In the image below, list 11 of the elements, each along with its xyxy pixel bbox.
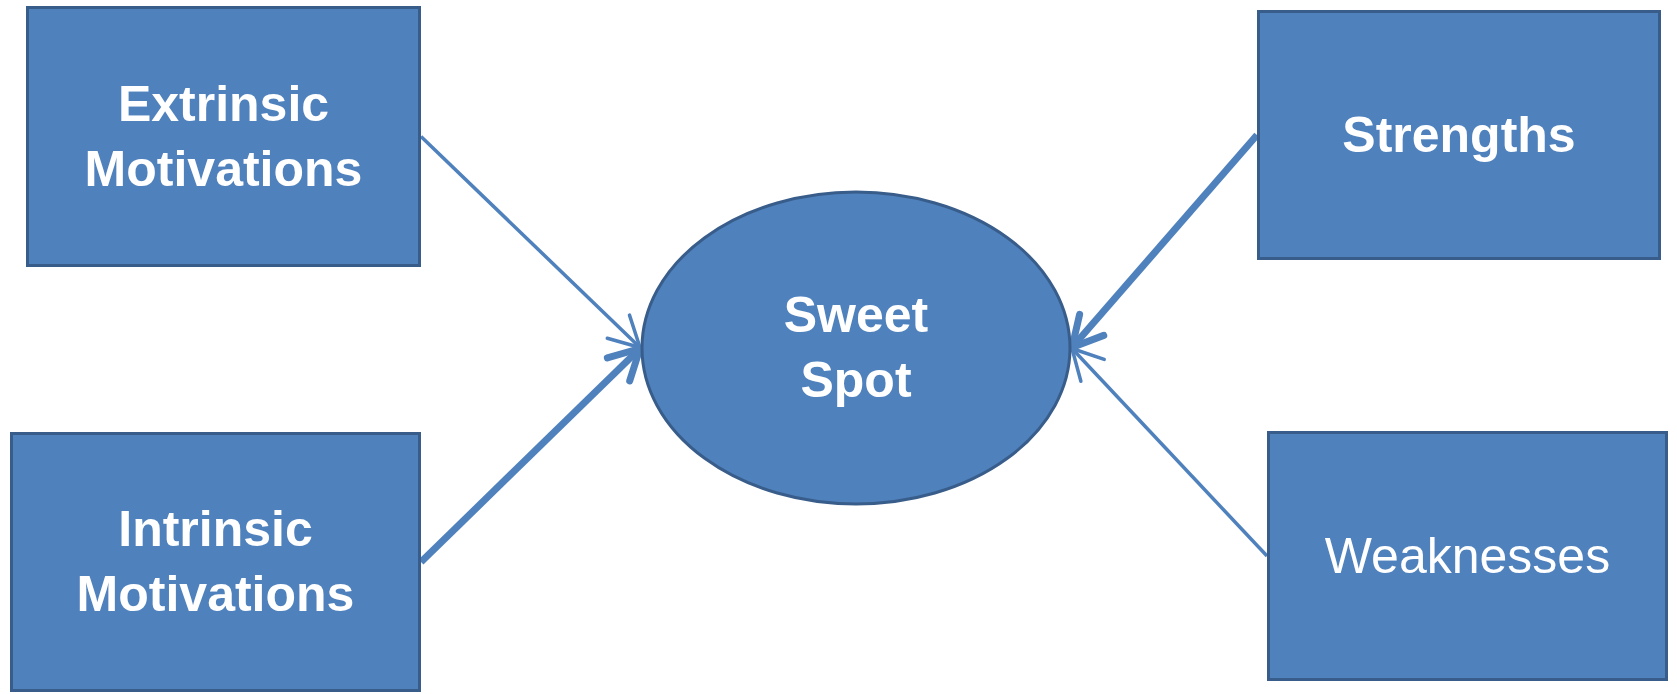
arrow <box>419 135 642 350</box>
node-label: Weaknesses <box>1324 526 1611 586</box>
process-box <box>26 6 421 267</box>
process-box <box>1257 10 1661 260</box>
process-box <box>1267 431 1668 681</box>
arrow <box>1070 346 1269 558</box>
node-label: Extrinsic Motivations <box>83 74 364 199</box>
process-box <box>10 432 421 692</box>
node-label: Sweet Spot <box>782 286 930 410</box>
node-label: Strengths <box>1342 105 1576 165</box>
node-label: Intrinsic Motivations <box>75 500 356 624</box>
